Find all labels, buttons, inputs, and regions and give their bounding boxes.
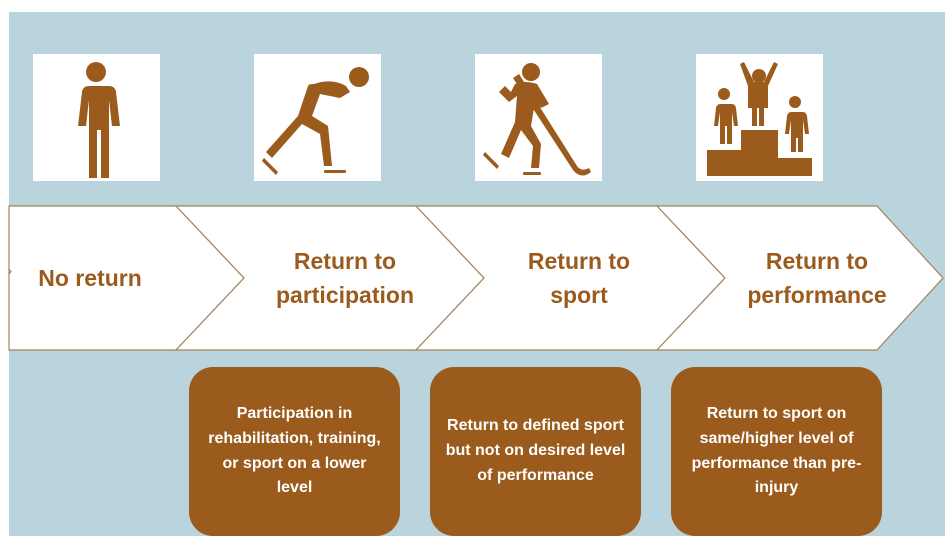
- stage-label-return-to-sport: Return to sport: [527, 247, 631, 309]
- speed-skater-icon: [254, 54, 381, 181]
- podium-winners-icon: [696, 54, 823, 181]
- start-marker: ›: [8, 264, 12, 278]
- stage-label-no-return: No return: [38, 264, 142, 291]
- stage-label-return-to-performance: Return to performance: [747, 247, 887, 309]
- hockey-player-icon: [475, 54, 602, 181]
- standing-person-icon: [33, 54, 160, 181]
- description-participation: Participation in rehabilitation, trainin…: [189, 367, 400, 536]
- description-performance: Return to sport on same/higher level of …: [671, 367, 882, 536]
- stage-label-return-to-participation: Return to participation: [275, 247, 414, 309]
- description-sport: Return to defined sport but not on desir…: [430, 367, 641, 536]
